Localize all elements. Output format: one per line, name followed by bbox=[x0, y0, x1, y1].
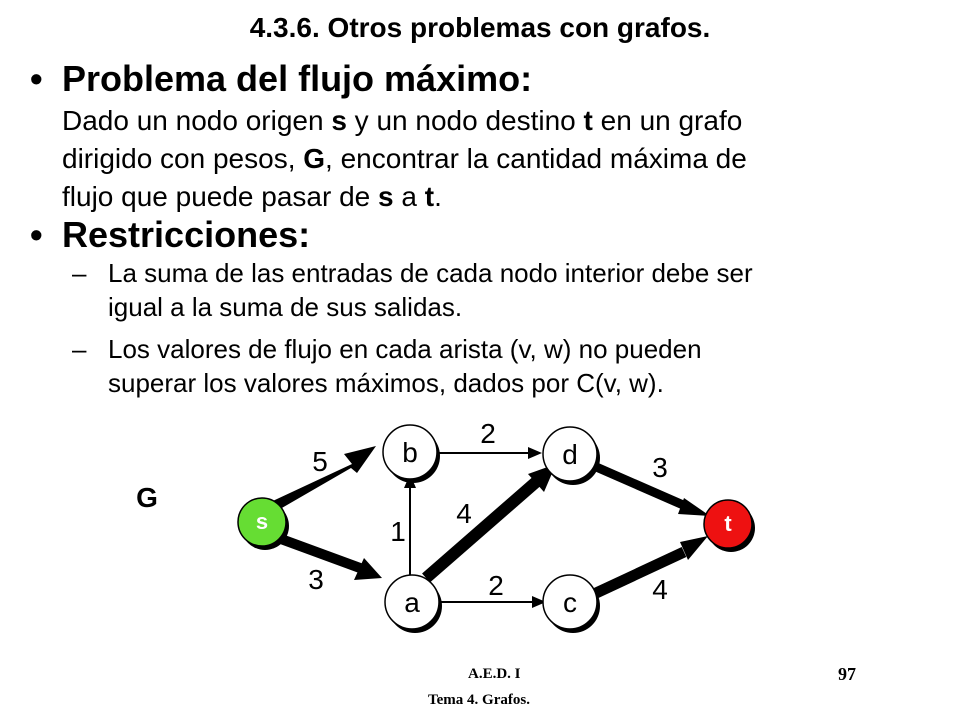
slide-title: 4.3.6. Otros problemas con grafos. bbox=[249, 12, 711, 43]
bullet-heading-max-flow: Problema del flujo máximo: bbox=[62, 58, 533, 99]
restriction-2-line-2: superar los valores máximos, dados por C… bbox=[108, 368, 664, 398]
edge-c-t bbox=[591, 547, 687, 599]
graph-label: G bbox=[136, 482, 158, 513]
restriction-1-line-1: La suma de las entradas de cada nodo int… bbox=[108, 258, 753, 288]
bullet-marker: • bbox=[30, 214, 43, 255]
capacity-s-a: 3 bbox=[308, 564, 324, 595]
description-line-2: dirigido con pesos, G, encontrar la cant… bbox=[62, 143, 747, 174]
node-d: d bbox=[542, 426, 598, 482]
node-a: a bbox=[384, 574, 440, 630]
description-line-3: flujo que puede pasar de s a t. bbox=[62, 181, 442, 212]
node-c-label: c bbox=[563, 587, 577, 618]
bullet-max-flow: • Problema del flujo máximo: bbox=[30, 58, 532, 100]
capacity-s-b: 5 bbox=[312, 446, 328, 477]
node-t: t bbox=[703, 499, 753, 549]
description-line-1: Dado un nodo origen s y un nodo destino … bbox=[62, 105, 743, 136]
restriction-1-line-2: igual a la suma de sus salidas. bbox=[108, 292, 463, 322]
bullet-restrictions: • Restricciones: bbox=[30, 214, 310, 256]
edge-d-t bbox=[592, 461, 692, 513]
edge-a-d bbox=[422, 477, 540, 583]
capacity-a-b: 1 bbox=[390, 516, 406, 547]
edge-a-c-head bbox=[532, 596, 546, 608]
capacity-d-t: 3 bbox=[652, 452, 668, 483]
node-s: s bbox=[237, 497, 287, 547]
capacity-c-t: 4 bbox=[652, 574, 668, 605]
restriction-item-1: – La suma de las entradas de cada nodo i… bbox=[72, 256, 892, 324]
bullet-heading-restrictions: Restricciones: bbox=[62, 214, 311, 255]
edge-s-a-head bbox=[354, 558, 382, 580]
dash-marker: – bbox=[72, 258, 87, 288]
node-a-label: a bbox=[404, 587, 420, 618]
max-flow-description: Dado un nodo origen s y un nodo destino … bbox=[62, 102, 884, 216]
restriction-item-2: – Los valores de flujo en cada arista (v… bbox=[72, 332, 892, 400]
node-c: c bbox=[542, 574, 598, 630]
node-t-label: t bbox=[724, 511, 732, 536]
node-s-label: s bbox=[256, 509, 268, 534]
capacity-a-d: 4 bbox=[456, 498, 472, 529]
edge-b-d-head bbox=[528, 447, 542, 459]
footer-topic: Tema 4. Grafos. bbox=[428, 692, 530, 708]
node-b: b bbox=[382, 424, 438, 480]
edge-c-t-head bbox=[680, 536, 708, 560]
node-d-label: d bbox=[562, 439, 578, 470]
edge-s-b bbox=[262, 446, 376, 516]
page-number: 97 bbox=[838, 664, 856, 684]
restriction-2-line-1: Los valores de flujo en cada arista (v, … bbox=[108, 334, 702, 364]
capacity-a-c: 2 bbox=[488, 570, 504, 601]
edge-d-t-head bbox=[678, 498, 710, 516]
dash-marker: – bbox=[72, 334, 87, 364]
footer-course: A.E.D. I bbox=[468, 666, 521, 682]
node-b-label: b bbox=[402, 437, 418, 468]
capacity-b-d: 2 bbox=[480, 418, 496, 449]
bullet-marker: • bbox=[30, 58, 43, 99]
edge-a-b-head bbox=[404, 474, 416, 488]
